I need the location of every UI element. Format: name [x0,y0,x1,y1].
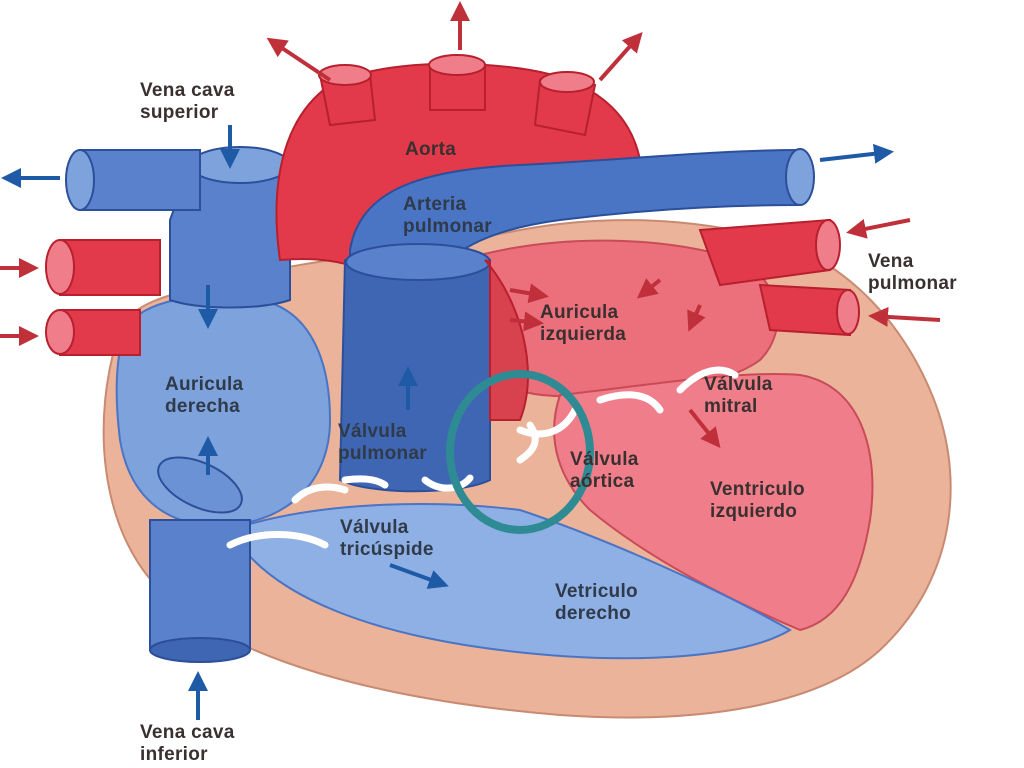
label-valvula-mitral: Válvula mitral [704,374,778,417]
right-ventricle [228,503,792,660]
label-valvula-pulmonar: Válvula pulmonar [338,421,427,464]
label-vena-cava-inferior: Vena cava inferior [140,722,240,765]
highlight-ring [446,370,594,534]
flow-arrow [266,37,332,82]
label-valvula-tricuspide: Válvula tricúspide [340,517,434,560]
flow-arrow [819,143,894,164]
label-vena-cava-superior: Vena cava superior [140,80,240,123]
flow-arrow [636,278,662,299]
label-vena-pulmonar: Vena pulmonar [868,251,957,294]
blood-flow-arrows [0,1,941,720]
left-atrium [479,239,779,398]
pulmonary-vein-upper-left [59,239,161,296]
flow-arrow [846,218,911,239]
valve-leaflets [226,366,739,549]
flow-arrow [868,306,941,327]
flow-arrow [687,304,706,332]
label-arteria-pulmonar: Arteria pulmonar [403,194,492,237]
left-ventricle [553,373,874,632]
label-valvula-aortica: Válvula aórtica [570,449,644,492]
flow-arrow [389,563,449,589]
label-auricula-derecha: Auricula derecha [165,374,249,417]
label-ventriculo-izquierdo: Ventriculo izquierdo [710,479,810,522]
flow-arrow [509,283,549,304]
blue-vessel-left [79,149,201,211]
flow-arrow [598,32,643,82]
label-auricula-izquierda: Auricula izquierda [540,302,626,345]
label-vetriculo-derecho: Vetriculo derecho [555,581,644,624]
label-aorta: Aorta [405,139,456,160]
pulmonary-vein-lower-right [758,283,851,337]
flow-arrow [509,311,544,332]
flow-arrow [688,408,721,449]
